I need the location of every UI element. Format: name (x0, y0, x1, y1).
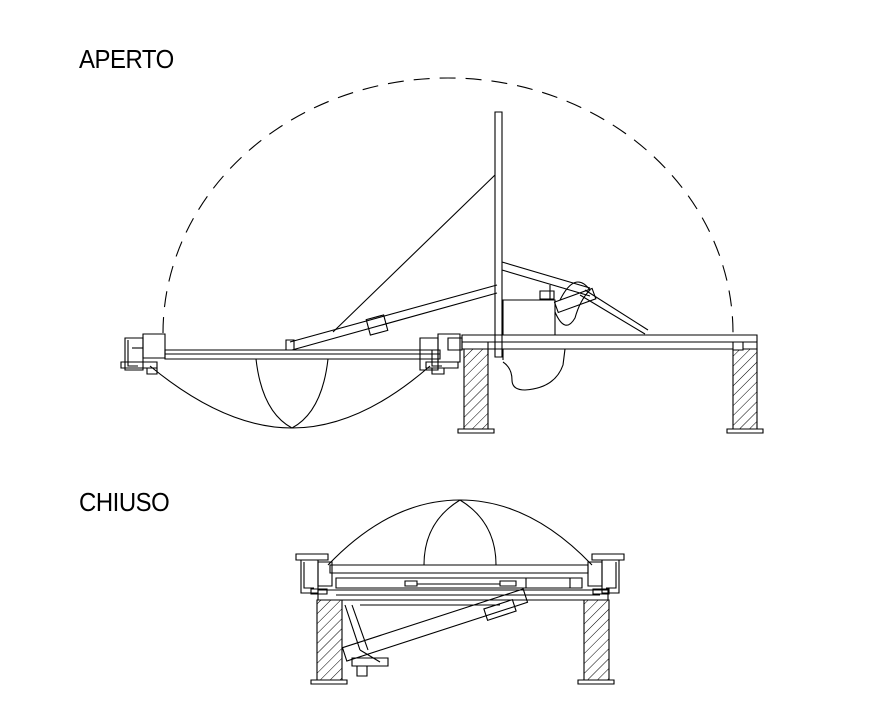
closed-support-left (317, 600, 342, 680)
right-curb-closed (588, 554, 624, 594)
closed-panel-frame (318, 590, 608, 600)
open-view-title: APERTO (79, 44, 174, 74)
open-support-right (733, 349, 757, 429)
open-view-drawing (121, 78, 763, 433)
closed-support-right (584, 600, 609, 680)
left-curb-closed (296, 554, 332, 594)
open-support-left (464, 349, 488, 429)
open-actuator-body (366, 315, 388, 335)
closed-panel-top (330, 565, 588, 573)
closed-view-title: CHIUSO (79, 487, 170, 517)
open-dome-shell (150, 366, 430, 428)
closed-actuator (342, 589, 527, 661)
left-curb-open (121, 334, 165, 374)
open-vertical-leaf (495, 112, 502, 357)
closed-dome (328, 500, 592, 565)
open-hinge-block (554, 288, 595, 312)
swing-arc-dashed (163, 78, 733, 333)
closed-view-drawing (296, 500, 624, 684)
